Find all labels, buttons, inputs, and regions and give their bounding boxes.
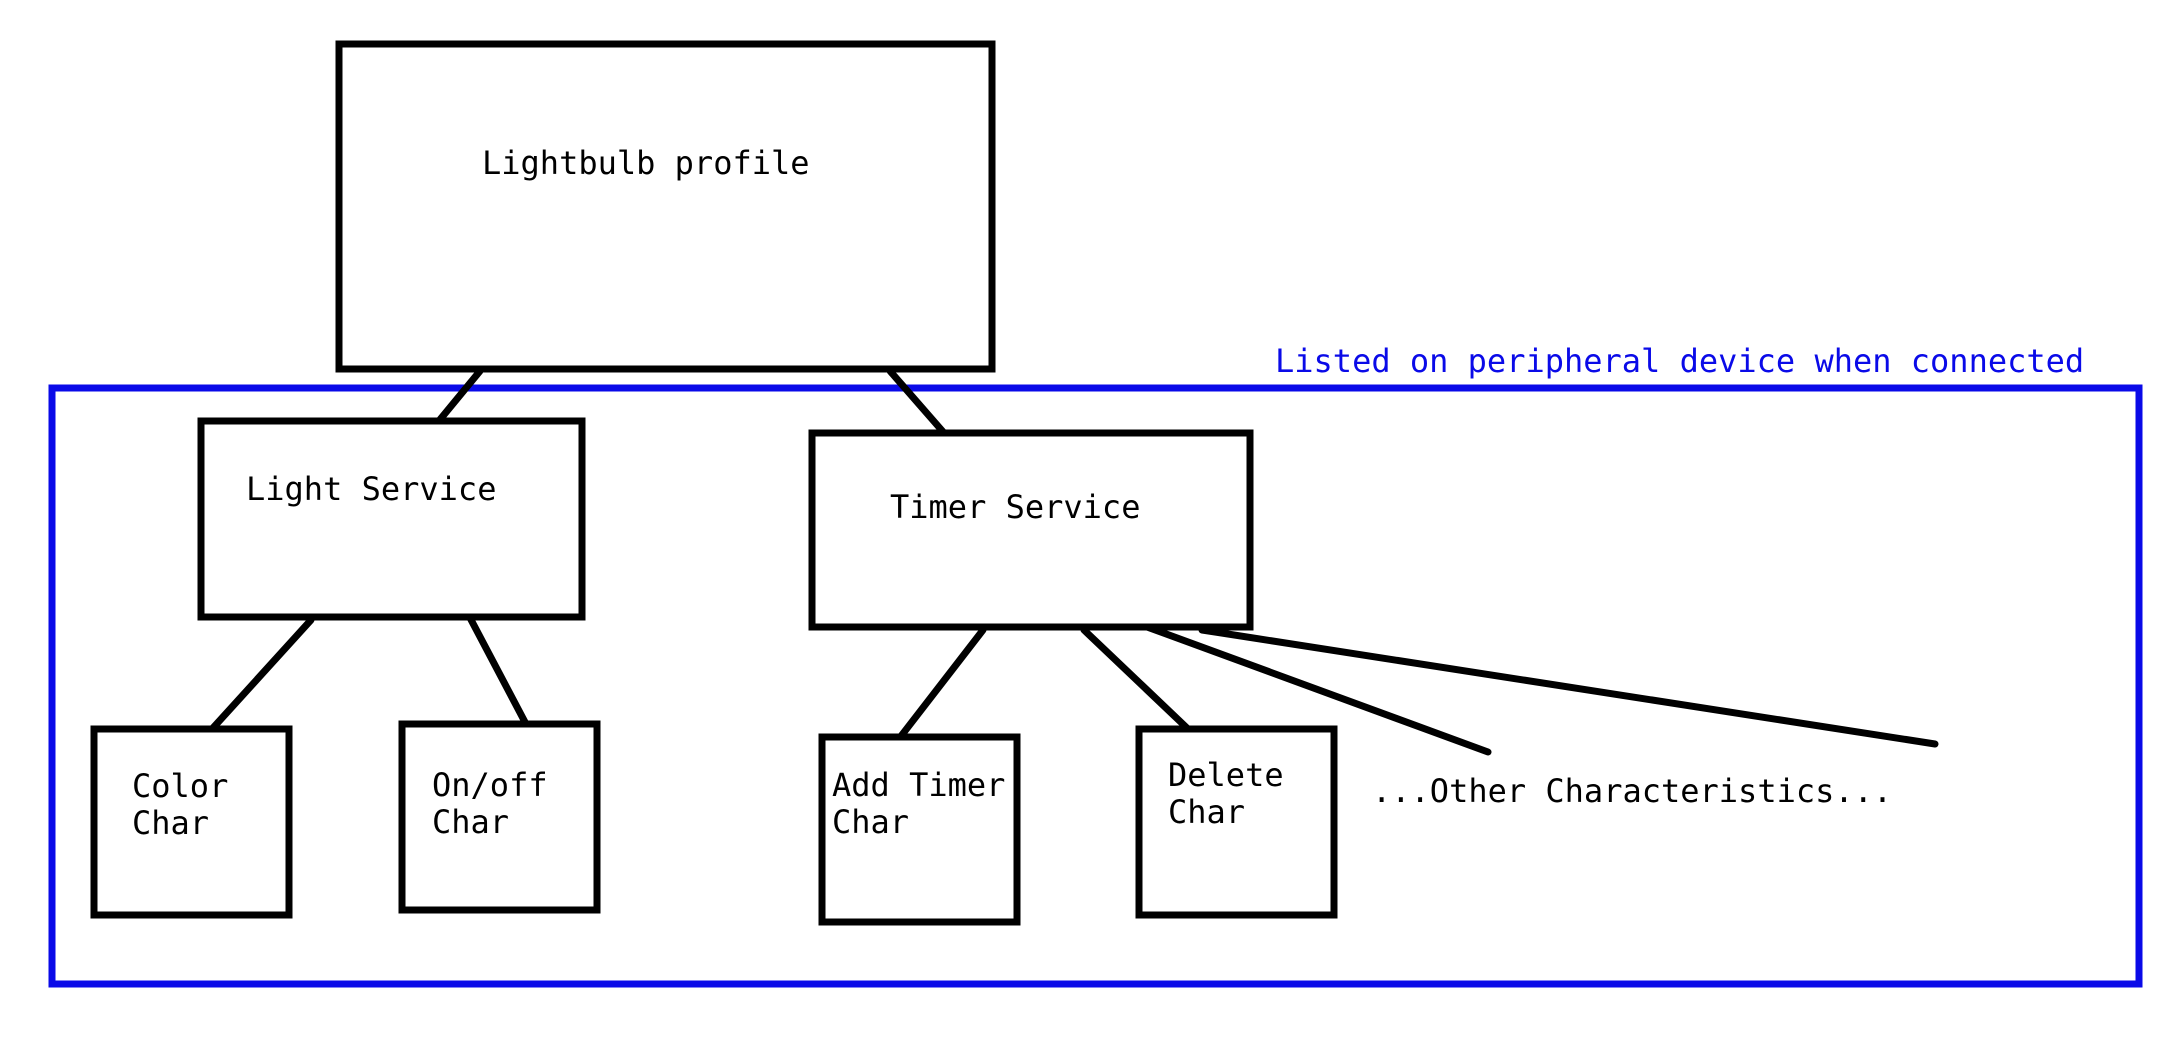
node-delete-char-line2: Char: [1168, 793, 1245, 831]
node-onoff-char-line2: Char: [432, 803, 509, 841]
node-light-service-label: Light Service: [246, 470, 496, 508]
node-add-timer-char: [818, 733, 1021, 926]
node-add-timer-char-line2: Char: [832, 803, 909, 841]
node-onoff-char: [398, 720, 601, 914]
node-onoff-char-label: On/off Char: [432, 766, 567, 841]
node-delete-char-line1: Delete: [1168, 756, 1284, 794]
edge-timer-service-delete-char: [1080, 626, 1191, 732]
edge-timer-service-other-1: [1135, 620, 1492, 756]
node-delete-char-label: Delete Char: [1168, 756, 1303, 831]
node-timer-service: [808, 429, 1254, 631]
node-delete-char: [1135, 725, 1338, 919]
edge-profile-timer-service: [886, 367, 949, 438]
edge-light-service-onoff-char: [464, 610, 530, 728]
node-add-timer-char-label: Add Timer Char: [832, 766, 1025, 841]
node-lightbulb-profile: [335, 40, 996, 373]
other-characteristics-label: ...Other Characteristics...: [1372, 772, 1892, 810]
node-add-timer-char-line1: Add Timer: [832, 766, 1005, 804]
node-color-char-line2: Char: [132, 804, 209, 842]
node-light-service: [197, 417, 586, 621]
node-color-char-label: Color Char: [132, 767, 248, 842]
node-color-char-line1: Color: [132, 767, 228, 805]
peripheral-region-label: Listed on peripheral device when connect…: [1275, 342, 2084, 380]
node-timer-service-label: Timer Service: [890, 488, 1140, 526]
node-onoff-char-line1: On/off: [432, 766, 548, 804]
edge-profile-light-service: [434, 367, 484, 426]
edge-timer-service-other-2: [1198, 626, 1939, 748]
node-lightbulb-profile-label: Lightbulb profile: [482, 144, 810, 182]
edge-light-service-color-char: [208, 616, 315, 733]
node-color-char: [90, 725, 293, 919]
peripheral-region: [48, 384, 2143, 988]
edge-timer-service-add-timer-char: [894, 626, 987, 744]
